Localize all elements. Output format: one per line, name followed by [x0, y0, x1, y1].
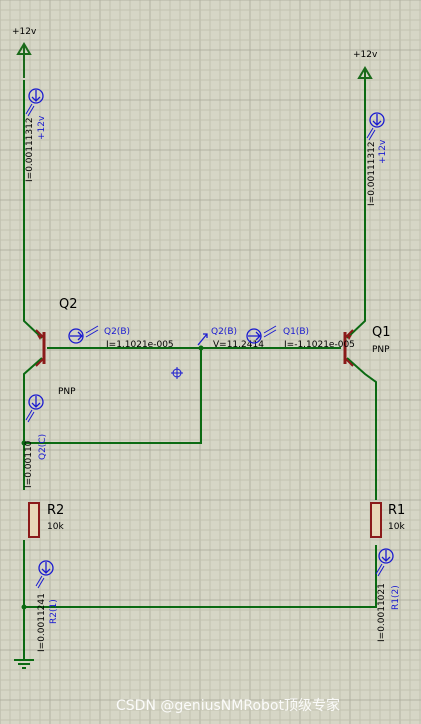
q1-name: Q1: [372, 325, 391, 340]
probe-label-r2-1: R2(1): [49, 599, 59, 624]
emitter-arrow-icon: [347, 335, 352, 340]
power-label-right: +12v: [353, 50, 378, 60]
resistor-r1[interactable]: R1 10k: [370, 502, 405, 538]
ammeter-probe-icon: [68, 328, 84, 344]
wire-left-supply: [23, 80, 43, 339]
q2-type: PNP: [58, 387, 76, 397]
r1-value: 10k: [388, 522, 405, 532]
probe-label-right-supply: +12v: [378, 139, 388, 164]
junction-dot: [198, 345, 204, 351]
watermark: CSDN @geniusNMRobot顶级专家: [116, 697, 340, 714]
current-probe-q1b[interactable]: Q1(B) I=-1.1021e-005: [246, 325, 355, 350]
current-probe-q2c[interactable]: I=0.00110 Q2(C): [24, 394, 48, 488]
probe-reading-q2b-voltage: V=11.2414: [213, 340, 264, 350]
emitter-arrow-icon: [37, 335, 42, 340]
probe-reading-right-supply: I=0.00111312: [367, 141, 377, 206]
ammeter-probe-icon: [246, 328, 262, 344]
ammeter-probe-icon: [378, 548, 394, 564]
q2-name: Q2: [59, 297, 78, 312]
ammeter-probe-icon: [369, 112, 385, 128]
probe-label-left-supply: +12v: [37, 115, 47, 140]
probe-reading-r1-2: I=0.0011021: [377, 583, 387, 642]
junction-dot: [21, 440, 27, 446]
current-probe-r1-2[interactable]: I=0.0011021 R1(2): [375, 548, 401, 642]
r2-name: R2: [47, 503, 64, 518]
power-terminal-left[interactable]: +12v: [12, 27, 37, 78]
ammeter-probe-icon: [28, 394, 44, 410]
ammeter-probe-icon: [38, 560, 54, 576]
wire-right-supply: [346, 80, 366, 339]
wires: [23, 80, 377, 655]
current-probe-r2-1[interactable]: I=0.0011241 R2(1): [35, 560, 59, 652]
q1-type: PNP: [372, 345, 390, 355]
current-probe-q2b[interactable]: Q2(B) I=1.1021e-005: [68, 325, 174, 350]
wire-r1-return: [24, 545, 377, 608]
power-label-left: +12v: [12, 27, 37, 37]
transistor-q1[interactable]: Q1 PNP: [343, 325, 391, 367]
r2-value: 10k: [47, 522, 64, 532]
ground-symbol[interactable]: [14, 655, 34, 669]
current-probe-left-supply[interactable]: I=0.00111312 +12v: [25, 88, 47, 182]
probe-label-q2b-voltage: Q2(B): [211, 327, 237, 337]
probe-reading-q1b: I=-1.1021e-005: [284, 340, 355, 350]
voltage-probe-icon: [197, 333, 208, 346]
resistor-r2[interactable]: R2 10k: [28, 502, 64, 538]
probe-reading-q2c: I=0.00110: [24, 440, 34, 488]
transistor-q2[interactable]: Q2 PNP: [35, 297, 78, 397]
crosshair-cursor-icon: [171, 367, 183, 379]
probe-reading-q2b: I=1.1021e-005: [106, 340, 174, 350]
wire-q2-collector: [23, 357, 43, 490]
current-probe-right-supply[interactable]: I=0.00111312 +12v: [366, 112, 388, 206]
r1-name: R1: [388, 503, 405, 518]
probe-reading-r2-1: I=0.0011241: [37, 593, 47, 652]
wire-mirror-feedback: [24, 348, 202, 444]
probe-label-q1b: Q1(B): [283, 327, 309, 337]
probe-reading-left-supply: I=0.00111312: [25, 117, 35, 182]
power-terminal-right[interactable]: +12v: [353, 50, 378, 80]
probe-label-q2c: Q2(C): [38, 434, 48, 460]
voltage-probe-q2b[interactable]: Q2(B) V=11.2414: [197, 327, 264, 350]
junction-dot: [21, 604, 27, 610]
ammeter-probe-icon: [28, 88, 44, 104]
probe-label-r1-2: R1(2): [391, 585, 401, 610]
probe-label-q2b: Q2(B): [104, 327, 130, 337]
wire-q1-collector: [346, 357, 377, 500]
